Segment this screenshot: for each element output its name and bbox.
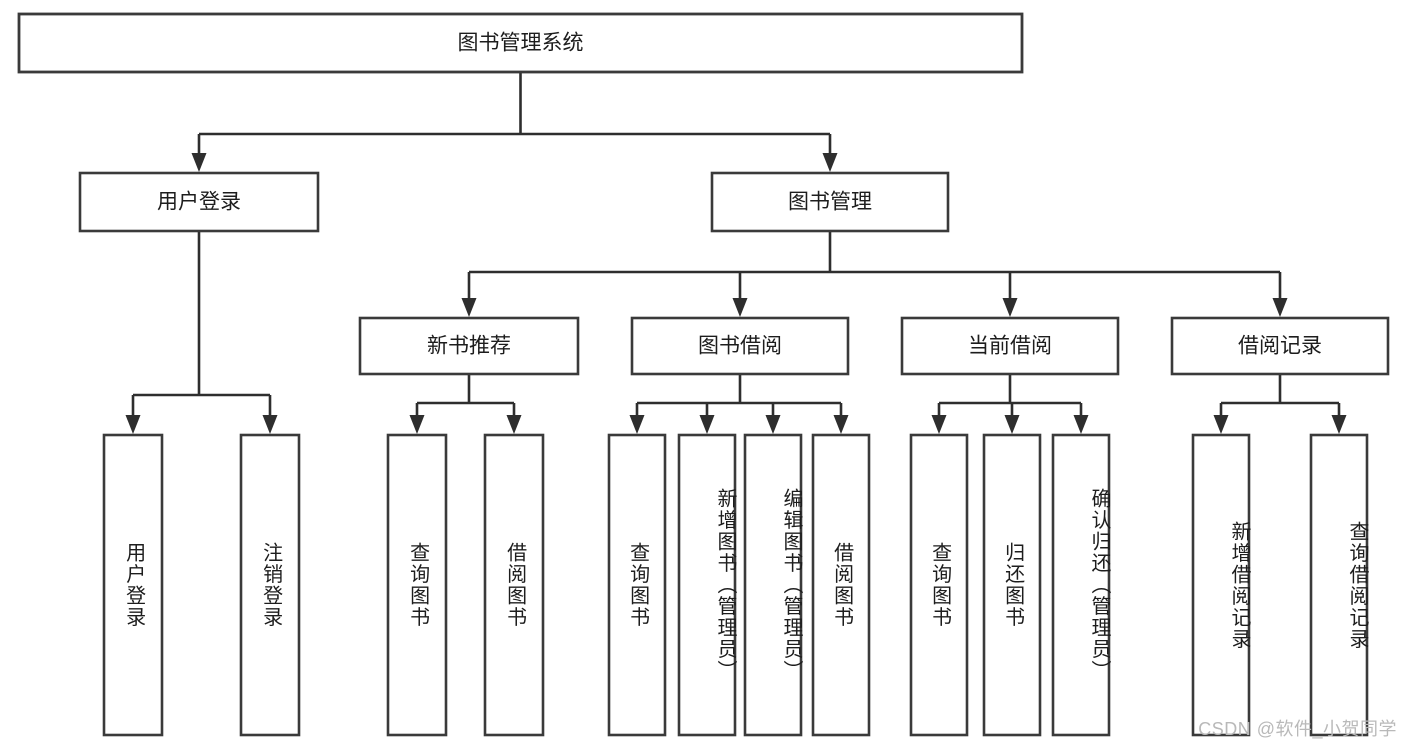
arrow-head (822, 153, 838, 172)
node-box-leaf-edit-book-admin[interactable] (743, 433, 803, 737)
node-label-user-login: 用户登录 (157, 191, 241, 214)
arrow-head (409, 415, 425, 434)
node-box-user-login[interactable] (78, 171, 320, 233)
node-label-new-book-recommend: 新书推荐 (427, 335, 511, 358)
arrow-head (1004, 415, 1020, 434)
arrow-head (461, 298, 477, 317)
node-label-current-borrow: 当前借阅 (968, 335, 1052, 358)
arrow-head (1073, 415, 1089, 434)
node-box-leaf-logout[interactable] (239, 433, 301, 737)
arrow-head (699, 415, 715, 434)
arrow-head (1002, 298, 1018, 317)
node-box-leaf-user-login[interactable] (102, 433, 164, 737)
arrow-head (765, 415, 781, 434)
node-box-leaf-query-book-2[interactable] (607, 433, 667, 737)
node-box-leaf-borrow-book-2[interactable] (811, 433, 871, 737)
node-box-leaf-confirm-return-admin[interactable] (1051, 433, 1111, 737)
node-box-leaf-borrow-book-1[interactable] (483, 433, 545, 737)
node-box-leaf-add-borrow-record[interactable] (1191, 433, 1251, 737)
boxes-layer (17, 12, 1390, 737)
arrow-head (732, 298, 748, 317)
node-box-leaf-return-book[interactable] (982, 433, 1042, 737)
node-box-leaf-query-borrow-record[interactable] (1309, 433, 1369, 737)
arrow-head (833, 415, 849, 434)
node-label-book-borrow: 图书借阅 (698, 335, 782, 358)
node-label-borrow-record: 借阅记录 (1238, 335, 1322, 358)
connectors-layer (125, 72, 1347, 434)
node-box-borrow-record[interactable] (1170, 316, 1390, 376)
arrow-head (125, 415, 141, 434)
arrow-head (1331, 415, 1347, 434)
arrow-head (629, 415, 645, 434)
arrow-head (506, 415, 522, 434)
node-box-book-borrow[interactable] (630, 316, 850, 376)
node-box-root[interactable] (17, 12, 1024, 74)
node-box-leaf-query-book-1[interactable] (386, 433, 448, 737)
arrow-head (262, 415, 278, 434)
node-label-root: 图书管理系统 (458, 32, 584, 55)
node-box-current-borrow[interactable] (900, 316, 1120, 376)
node-box-book-management[interactable] (710, 171, 950, 233)
arrow-head (931, 415, 947, 434)
arrow-head (1272, 298, 1288, 317)
arrow-head (1213, 415, 1229, 434)
node-box-new-book-recommend[interactable] (358, 316, 580, 376)
node-label-book-management: 图书管理 (788, 191, 872, 214)
arrow-head (191, 153, 207, 172)
node-box-leaf-query-book-3[interactable] (909, 433, 969, 737)
csdn-watermark: CSDN @软件_小贺同学 (1198, 719, 1397, 739)
node-box-leaf-add-book-admin[interactable] (677, 433, 737, 737)
